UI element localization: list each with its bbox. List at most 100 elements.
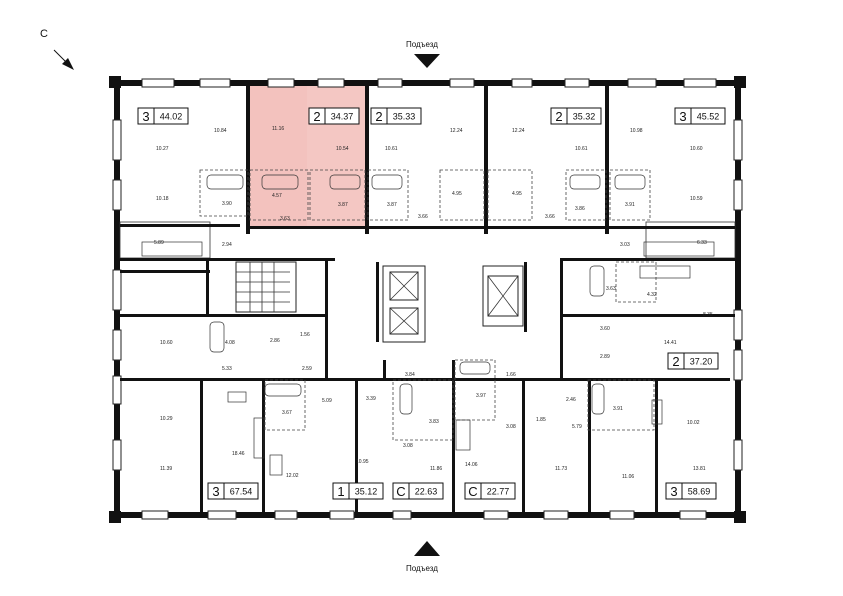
- room-area: 10.59: [690, 196, 703, 202]
- entrance-bottom-label: Подъезд: [406, 564, 438, 573]
- room-area: 10.60: [160, 340, 173, 346]
- room-area: 2.89: [600, 354, 610, 360]
- room-area: 10.27: [156, 146, 169, 152]
- apartment-rooms: 2: [555, 109, 562, 124]
- apartment-total-area: 22.77: [487, 487, 510, 497]
- room-area: 3.60: [600, 326, 610, 332]
- apartment-total-area: 45.52: [697, 112, 720, 122]
- apartment-rooms: С: [468, 484, 477, 499]
- room-area: 10.95: [356, 459, 369, 465]
- room-area: 10.18: [156, 196, 169, 202]
- room-area: 1.56: [300, 332, 310, 338]
- room-area: 3.97: [476, 393, 486, 399]
- room-area: 3.87: [387, 202, 397, 208]
- room-area: 3.67: [282, 410, 292, 416]
- room-area: 1.66: [506, 372, 516, 378]
- entrance-top-label: Подъезд: [406, 40, 438, 49]
- apartment-rooms: 1: [337, 484, 344, 499]
- room-area: 2.59: [302, 366, 312, 372]
- room-area: 10.61: [385, 146, 398, 152]
- room-area: 3.66: [418, 214, 428, 220]
- apartment-rooms: 3: [679, 109, 686, 124]
- kitchen-units: [141, 241, 715, 476]
- room-area: 3.39: [366, 396, 376, 402]
- room-area: 6.33: [697, 240, 707, 246]
- room-area: 4.95: [512, 191, 522, 197]
- room-area: 11.39: [160, 466, 172, 472]
- apartment-total-area: 35.33: [393, 112, 416, 122]
- apartment-total-area: 22.63: [415, 487, 438, 497]
- room-area: 3.83: [429, 419, 439, 425]
- apartment-total-area: 34.37: [331, 112, 354, 122]
- room-area: 10.60: [690, 146, 703, 152]
- apartment-total-area: 58.69: [688, 487, 711, 497]
- stairwell: [235, 261, 297, 313]
- elevators: [376, 262, 527, 343]
- room-area: 18.46: [232, 451, 245, 457]
- apartment-total-area: 35.12: [355, 487, 378, 497]
- apartment-total-area: 44.02: [160, 112, 183, 122]
- wet-zones: [199, 169, 657, 441]
- compass-arrow-icon: [53, 49, 74, 70]
- room-area: 5.09: [322, 398, 332, 404]
- room-area: 2.46: [566, 397, 576, 403]
- room-area: 3.08: [403, 443, 413, 449]
- room-area: 10.02: [687, 420, 700, 426]
- apartment-rooms: 3: [212, 484, 219, 499]
- room-area: 10.54: [336, 146, 349, 152]
- room-area: 3.84: [405, 372, 415, 378]
- room-area: 10.98: [630, 128, 643, 134]
- room-area: 3.08: [506, 424, 516, 430]
- entrance-top-arrow-icon: [414, 54, 440, 68]
- room-area: 8.35: [703, 312, 713, 318]
- apartment-total-area: 35.32: [573, 112, 596, 122]
- room-area: 1.85: [536, 417, 546, 423]
- room-area: 3.63: [280, 216, 290, 222]
- room-area: 3.63: [606, 286, 616, 292]
- apartment-rooms: 3: [670, 484, 677, 499]
- room-area: 3.86: [575, 206, 585, 212]
- room-area: 12.02: [286, 473, 299, 479]
- outer-walls: [109, 76, 746, 523]
- room-area: 4.57: [272, 193, 282, 199]
- room-area: 3.91: [613, 406, 623, 412]
- room-area: 3.90: [222, 201, 232, 207]
- apartment-total-area: 67.54: [230, 487, 253, 497]
- entrance-bottom-arrow-icon: [414, 541, 440, 556]
- room-area: 5.33: [222, 366, 232, 372]
- room-area: 14.41: [664, 340, 677, 346]
- room-area: 3.66: [545, 214, 555, 220]
- room-area: 11.73: [555, 466, 567, 472]
- room-area: 5.79: [572, 424, 582, 430]
- apartment-rooms: 2: [672, 354, 679, 369]
- room-area: 14.06: [465, 462, 478, 468]
- interior-walls: [120, 86, 735, 512]
- room-area: 3.87: [338, 202, 348, 208]
- room-area: 10.84: [214, 128, 227, 134]
- room-area: 4.08: [225, 340, 235, 346]
- apartment-total-area: 37.20: [690, 357, 713, 367]
- top-windows: [141, 78, 717, 88]
- room-area: 12.24: [450, 128, 463, 134]
- room-area: 3.91: [625, 202, 635, 208]
- room-area: 10.29: [160, 416, 173, 422]
- apartment-rooms: 3: [142, 109, 149, 124]
- room-area: 2.86: [270, 338, 280, 344]
- apartment-label-a10[interactable]: С 22.77: [464, 482, 516, 500]
- room-area: 4.95: [452, 191, 462, 197]
- room-area: 3.03: [620, 242, 630, 248]
- room-area: 5.89: [154, 240, 164, 246]
